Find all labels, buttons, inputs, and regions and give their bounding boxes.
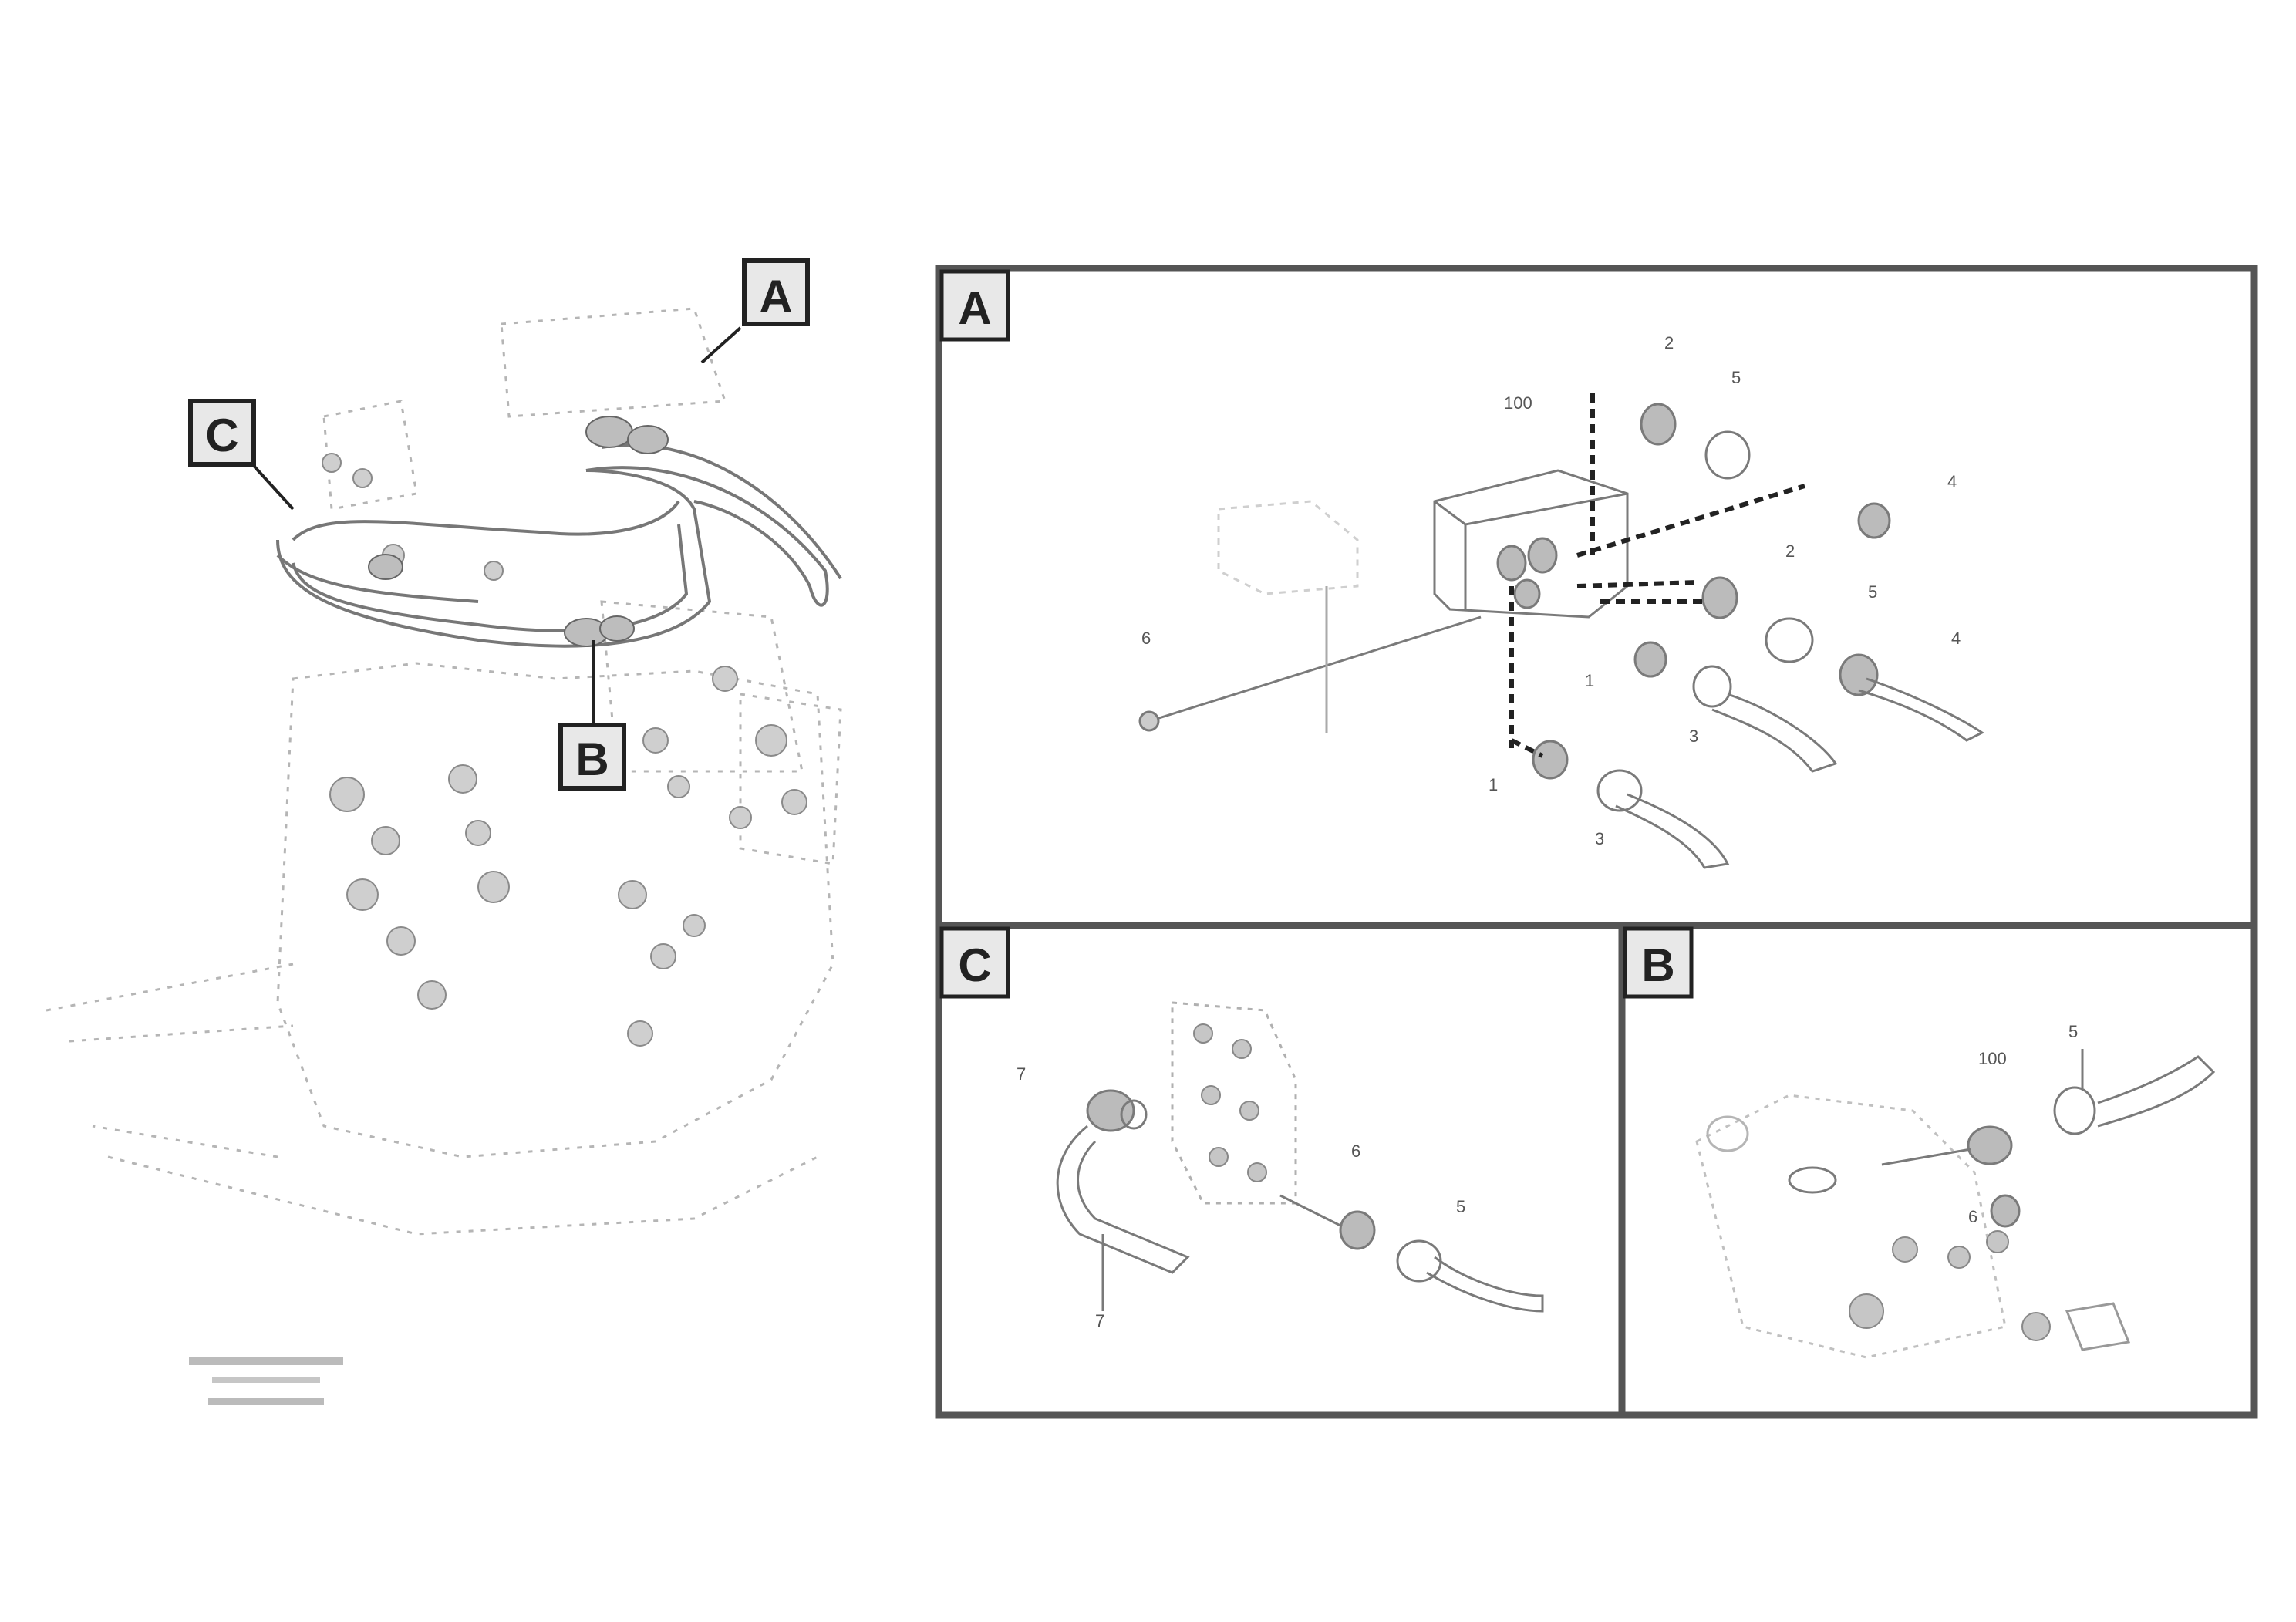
svg-text:2: 2 bbox=[1785, 541, 1795, 561]
svg-text:B: B bbox=[575, 733, 609, 785]
svg-text:C: C bbox=[958, 939, 991, 991]
svg-text:100: 100 bbox=[1504, 393, 1532, 413]
svg-text:1: 1 bbox=[1489, 775, 1498, 794]
svg-text:7: 7 bbox=[1017, 1064, 1026, 1084]
overview-drawing bbox=[46, 307, 842, 1236]
overview-callout-b: B bbox=[558, 723, 626, 791]
panel-a-label: A bbox=[939, 269, 1010, 342]
svg-text:4: 4 bbox=[1947, 472, 1957, 491]
svg-text:100: 100 bbox=[1978, 1049, 2007, 1068]
svg-text:2: 2 bbox=[1664, 333, 1674, 352]
panel-b-label: B bbox=[1623, 926, 1694, 999]
svg-text:3: 3 bbox=[1595, 829, 1604, 848]
svg-text:C: C bbox=[205, 410, 238, 461]
overview-callout-a: A bbox=[742, 258, 810, 326]
svg-text:5: 5 bbox=[1868, 582, 1877, 602]
svg-text:A: A bbox=[958, 282, 991, 334]
svg-text:B: B bbox=[1641, 939, 1674, 991]
svg-text:4: 4 bbox=[1951, 629, 1961, 648]
svg-text:6: 6 bbox=[1141, 629, 1151, 648]
drawing-stamp bbox=[189, 1357, 343, 1405]
svg-text:6: 6 bbox=[1968, 1207, 1977, 1226]
panel-a: A bbox=[939, 269, 1984, 869]
svg-text:A: A bbox=[759, 271, 792, 322]
svg-text:5: 5 bbox=[1456, 1197, 1465, 1216]
svg-text:1: 1 bbox=[1585, 671, 1594, 690]
panel-c-label: C bbox=[939, 926, 1010, 999]
panel-b: B 100 5 6 bbox=[1623, 926, 2216, 1359]
panel-c: C 7 6 5 7 bbox=[939, 926, 1544, 1330]
svg-text:5: 5 bbox=[2068, 1022, 2078, 1041]
svg-text:5: 5 bbox=[1731, 368, 1741, 387]
svg-text:6: 6 bbox=[1351, 1141, 1360, 1161]
svg-text:7: 7 bbox=[1095, 1311, 1104, 1330]
detail-frame bbox=[935, 265, 2258, 1419]
svg-text:3: 3 bbox=[1689, 727, 1698, 746]
overview-callout-c: C bbox=[188, 399, 256, 467]
